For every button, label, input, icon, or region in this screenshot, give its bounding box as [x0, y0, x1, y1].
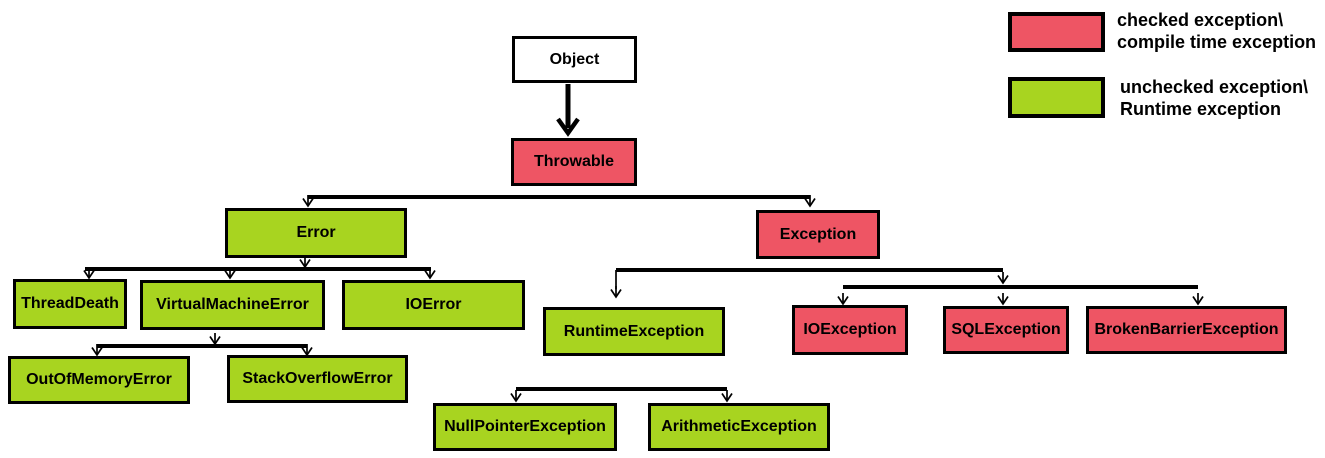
connector-virtualmachineerror-children — [91, 332, 313, 356]
node-arithmeticexception: ArithmeticException — [648, 403, 830, 451]
legend-label-line: checked exception\ — [1117, 10, 1284, 30]
legend-label-line: compile time exception — [1117, 32, 1317, 52]
connector-object-throwable — [556, 84, 580, 137]
node-threaddeath: ThreadDeath — [13, 279, 127, 329]
node-virtualmachineerror: VirtualMachineError — [140, 280, 325, 330]
node-stackoverflowerror: StackOverflowError — [227, 355, 408, 403]
node-sqlexception: SQLException — [943, 306, 1069, 354]
node-brokenbarrierexception: BrokenBarrierException — [1086, 306, 1287, 354]
node-throwable: Throwable — [511, 138, 637, 186]
node-outofmemoryerror: OutOfMemoryError — [8, 356, 190, 404]
node-ioerror: IOError — [342, 280, 525, 330]
node-ioexception: IOException — [792, 305, 908, 355]
legend-label-line: Runtime exception — [1120, 99, 1282, 119]
connector-runtimeexception-children — [510, 387, 733, 402]
connector-error-children — [83, 255, 436, 279]
legend-swatch-unchecked-exception — [1008, 77, 1105, 118]
node-runtimeexception: RuntimeException — [543, 307, 725, 356]
node-nullpointerexception: NullPointerException — [433, 403, 617, 451]
node-exception: Exception — [756, 210, 880, 259]
connector-throwable-children — [302, 194, 816, 207]
legend-label-line: unchecked exception\ — [1120, 77, 1309, 97]
node-error: Error — [225, 208, 407, 258]
connector-exception-children — [610, 268, 1204, 305]
legend-label-checked-exception: checked exception\ compile time exceptio… — [1117, 9, 1316, 53]
legend-label-unchecked-exception: unchecked exception\ Runtime exception — [1120, 76, 1308, 120]
legend-swatch-checked-exception — [1008, 12, 1105, 52]
node-object: Object — [512, 36, 637, 83]
